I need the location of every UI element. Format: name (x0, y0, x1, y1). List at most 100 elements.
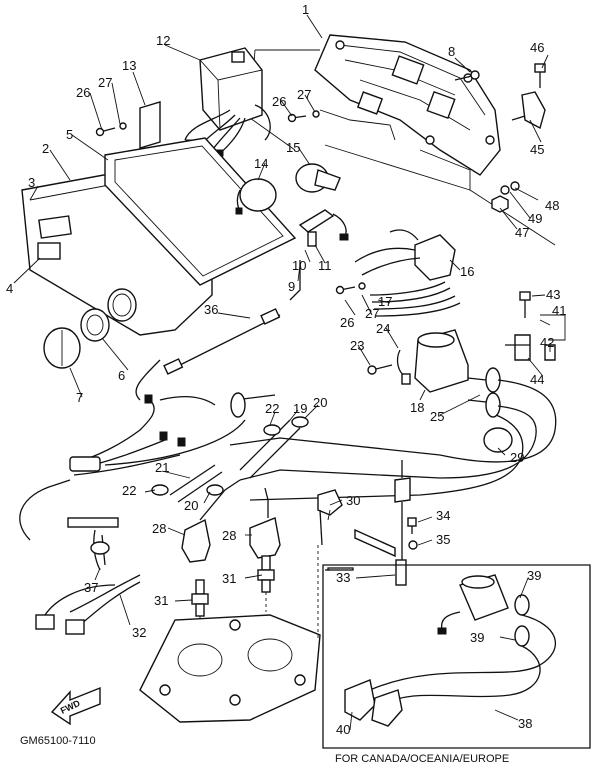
callout-c39a: 39 (527, 568, 541, 583)
callout-c9: 9 (288, 279, 295, 294)
callout-c20b: 20 (184, 498, 198, 513)
drawing-code: GM65100-7110 (20, 735, 96, 747)
callout-c41: 41 (552, 303, 566, 318)
ht-lead-upper (229, 379, 557, 463)
bracket-30 (317, 489, 343, 546)
region-note: FOR CANADA/OCEANIA/EUROPE (335, 753, 509, 765)
callout-c8: 8 (448, 44, 455, 59)
sensor-15 (295, 163, 341, 193)
callout-c5: 5 (66, 127, 73, 142)
callout-c36: 36 (204, 302, 218, 317)
starter-relay (354, 229, 456, 281)
lead-24 (396, 349, 406, 377)
plug-cap-left (181, 479, 241, 563)
callout-c1: 1 (302, 2, 309, 17)
callout-c32: 32 (132, 625, 146, 640)
callout-c28a: 28 (152, 521, 166, 536)
sensor-33 (354, 460, 411, 586)
callout-c13: 13 (122, 58, 136, 73)
tube-21 (169, 464, 223, 503)
callout-c24: 24 (376, 321, 390, 336)
callout-c26b: 26 (272, 94, 286, 109)
small-bracket (139, 101, 161, 149)
callout-c4: 4 (6, 281, 13, 296)
callout-c3: 3 (28, 175, 35, 190)
harness-32 (35, 574, 141, 635)
callout-c18: 18 (410, 400, 424, 415)
callout-c14: 14 (254, 156, 268, 171)
gasket (104, 137, 297, 286)
callout-c11: 11 (318, 258, 332, 273)
callout-c16: 16 (460, 264, 474, 279)
screw-34 (407, 517, 417, 534)
callout-c26a: 26 (76, 85, 90, 100)
spacer-42 (544, 344, 556, 361)
bracket-41 (540, 314, 566, 341)
callout-c21: 21 (155, 460, 169, 475)
inset-box (322, 564, 591, 749)
clamp-20a (291, 416, 309, 428)
callout-c33: 33 (336, 570, 350, 585)
callout-c29: 29 (510, 450, 524, 465)
clamp-20b (206, 484, 224, 496)
leader-lines (13, 14, 551, 731)
plug-cap-right (249, 487, 281, 559)
callout-c38: 38 (518, 716, 532, 731)
callout-c40: 40 (336, 722, 350, 737)
callout-c39b: 39 (470, 630, 484, 645)
band-37 (67, 517, 119, 571)
callout-c45: 45 (530, 142, 544, 157)
clamp-29 (483, 427, 513, 453)
screw-washer-left (95, 122, 127, 137)
bolt-46 (534, 63, 546, 88)
callout-c20a: 20 (313, 395, 327, 410)
callout-c47: 47 (515, 225, 529, 240)
callout-c37: 37 (84, 580, 98, 595)
clamp-45 (511, 91, 546, 130)
tube-19 (239, 419, 301, 479)
fwd-arrow (50, 686, 101, 726)
fuse-holder (298, 209, 349, 247)
screw-8 (454, 70, 480, 81)
cylinder-head (139, 614, 321, 723)
callout-c22a: 22 (265, 401, 279, 416)
callout-c46: 46 (530, 40, 544, 55)
spark-plug-left (191, 579, 209, 617)
callout-c43: 43 (546, 287, 560, 302)
callout-c34: 34 (436, 508, 450, 523)
callout-c27a: 27 (98, 75, 112, 90)
electrical-bracket (314, 34, 501, 176)
callout-c27b: 27 (297, 87, 311, 102)
nut-washers (491, 181, 520, 213)
clamp-43-44 (505, 291, 531, 361)
wire-harness (69, 394, 246, 476)
callout-c12: 12 (156, 33, 170, 48)
callout-c42: 42 (540, 335, 554, 350)
grommet-6 (80, 308, 110, 342)
callout-c31a: 31 (154, 593, 168, 608)
spark-plug-right (257, 555, 275, 593)
callout-c48: 48 (545, 198, 559, 213)
callout-c30: 30 (346, 493, 360, 508)
cap-lead (230, 392, 276, 418)
washer-35 (408, 540, 418, 550)
callout-c27c: 27 (365, 306, 379, 321)
callout-c10: 10 (292, 258, 306, 273)
callout-c2: 2 (42, 141, 49, 156)
callout-c44: 44 (530, 372, 544, 387)
ignition-coil (414, 329, 501, 418)
callout-c17: 17 (378, 294, 392, 309)
callout-c25: 25 (430, 409, 444, 424)
callout-c31b: 31 (222, 571, 236, 586)
callout-c19: 19 (293, 401, 307, 416)
callout-c26c: 26 (340, 315, 354, 330)
clamp-22b (151, 484, 169, 496)
screw-washer-mid (287, 110, 320, 123)
callout-c7: 7 (76, 390, 83, 405)
callout-c6: 6 (118, 368, 125, 383)
lead-9 (289, 260, 301, 301)
lead-36 (163, 308, 281, 375)
